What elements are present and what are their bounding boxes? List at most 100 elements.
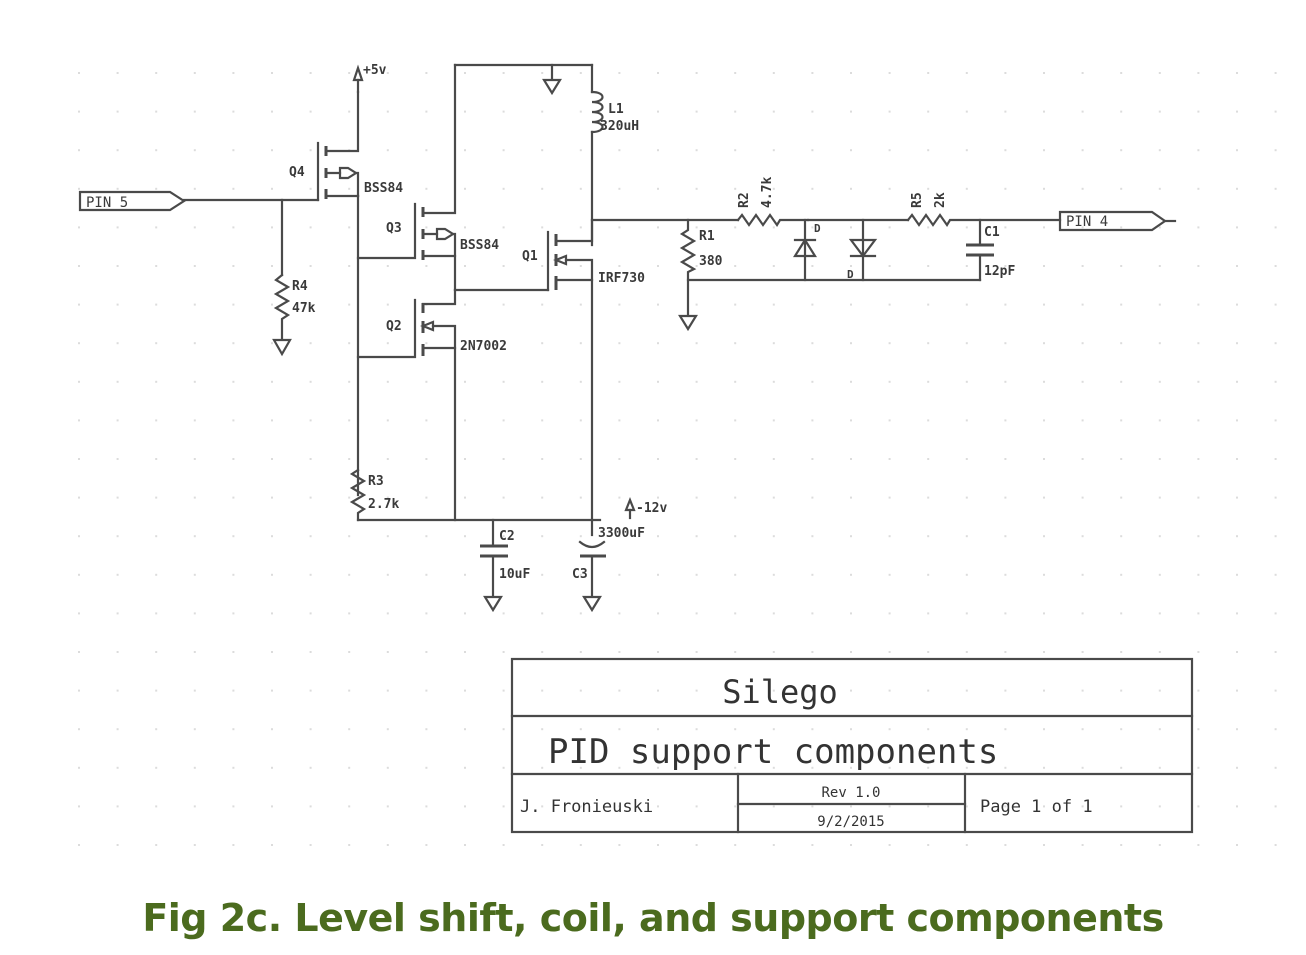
grid-dot (1197, 844, 1200, 846)
grid-dot (425, 844, 428, 846)
grid-dot (927, 844, 930, 846)
l1-ref: L1 (608, 102, 624, 117)
grid-dot (579, 766, 582, 769)
grid-dot (348, 651, 351, 653)
title-block-author: J. Fronieuski (520, 797, 653, 817)
grid-dot (927, 496, 930, 499)
grid-dot (1081, 844, 1084, 846)
grid-dot (579, 612, 582, 615)
grid-dot (1197, 72, 1200, 74)
grid-dot (1274, 342, 1277, 345)
grid-dot (271, 380, 273, 383)
grid-dot (1274, 419, 1277, 422)
grid-dot (734, 535, 737, 538)
grid-dot (155, 110, 158, 113)
r4-value: 47k (292, 301, 316, 316)
ground-icon (542, 78, 562, 96)
grid-dot (888, 110, 891, 113)
grid-dot (772, 496, 775, 499)
grid-dot (695, 419, 698, 422)
grid-dot (850, 187, 852, 190)
grid-dot (386, 380, 389, 383)
q3-mosfet: Q3 BSS84 (356, 63, 499, 292)
grid-dot (695, 844, 698, 846)
grid-dot (1043, 651, 1045, 653)
grid-dot (618, 728, 621, 731)
l1-value: 320uH (600, 119, 639, 134)
grid-dot (657, 689, 659, 692)
grid-dot (155, 496, 158, 499)
grid-dot (78, 728, 80, 731)
grid-dot (193, 419, 196, 422)
grid-dot (1158, 419, 1161, 422)
grid-dot (1120, 226, 1123, 229)
grid-dot (772, 149, 775, 152)
grid-dot (1158, 766, 1161, 769)
grid-dot (78, 149, 80, 152)
grid-dot (695, 573, 698, 576)
grid-dot (1043, 496, 1045, 499)
grid-dot (425, 149, 428, 152)
grid-dot (811, 535, 814, 538)
grid-dot (618, 458, 621, 460)
grid-dot (965, 728, 968, 731)
grid-dot (1197, 689, 1200, 692)
grid-dot (1274, 149, 1277, 152)
grid-dot (155, 728, 158, 731)
grid-dot (965, 303, 968, 306)
grid-dot (1158, 689, 1161, 692)
grid-dot (309, 535, 312, 538)
grid-dot (888, 651, 891, 653)
grid-dot (502, 419, 505, 422)
grid-dot (425, 766, 428, 769)
grid-dot (232, 651, 235, 653)
c3-ref: C3 (572, 567, 588, 582)
grid-dot (618, 380, 621, 383)
grid-dot (1236, 419, 1238, 422)
grid-dot (232, 728, 235, 731)
grid-dot (464, 303, 466, 306)
r2-value: 4.7k (760, 177, 775, 208)
grid-dot (348, 573, 351, 576)
grid-dot (888, 419, 891, 422)
grid-dot (193, 342, 196, 345)
grid-dot (425, 689, 428, 692)
grid-dot (618, 689, 621, 692)
grid-dot (579, 535, 582, 538)
grid-dot (734, 187, 737, 190)
grid-dot (232, 419, 235, 422)
grid-dot (502, 805, 505, 808)
grid-dot (271, 187, 273, 190)
grid-dot (425, 496, 428, 499)
grid-dot (116, 535, 119, 538)
grid-dot (1081, 728, 1084, 731)
grid-dot (1120, 805, 1123, 808)
grid-dot (811, 496, 814, 499)
grid-dot (888, 805, 891, 808)
grid-dot (271, 766, 273, 769)
grid-dot (1081, 187, 1084, 190)
grid-dot (772, 303, 775, 306)
grid-dot (1236, 149, 1238, 152)
grid-dot (502, 573, 505, 576)
grid-dot (657, 766, 659, 769)
grid-dot (850, 342, 852, 345)
grid-dot (541, 419, 544, 422)
grid-dot (734, 728, 737, 731)
grid-dot (695, 187, 698, 190)
grid-dot (1004, 535, 1007, 538)
grid-dot (193, 573, 196, 576)
grid-dot (155, 805, 158, 808)
grid-dot (116, 766, 119, 769)
grid-dot (965, 573, 968, 576)
grid-dot (193, 149, 196, 152)
title-block-company: Silego (722, 673, 838, 711)
c1-value: 12pF (984, 264, 1015, 279)
grid-dot (464, 419, 466, 422)
grid-dot (772, 612, 775, 615)
grid-dot (78, 303, 80, 306)
grid-dot (78, 187, 80, 190)
grid-dot (464, 728, 466, 731)
grid-dot (193, 226, 196, 229)
grid-dot (155, 226, 158, 229)
